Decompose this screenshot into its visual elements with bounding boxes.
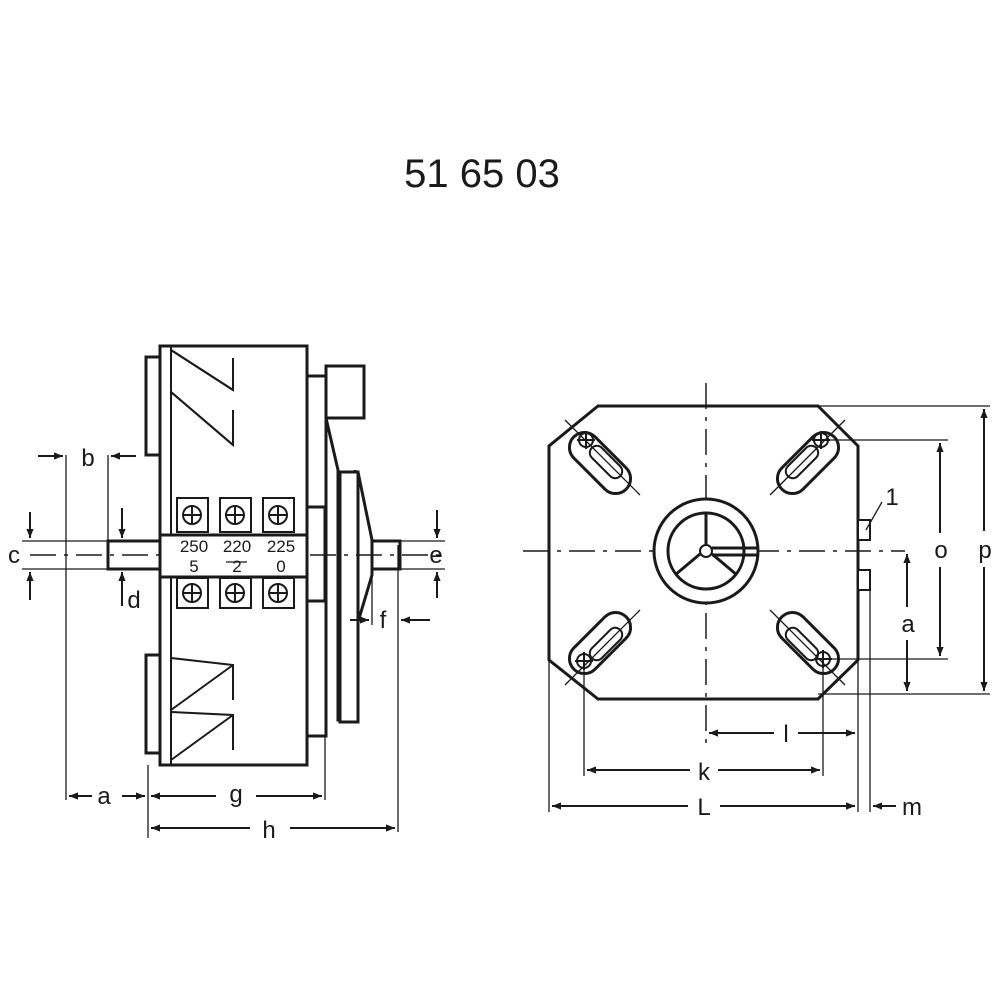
left-flange-lower — [144, 653, 162, 755]
dim-label-a-side: a — [97, 783, 111, 810]
center-hub — [652, 497, 760, 605]
dim-label-o: o — [934, 537, 947, 564]
cooling-fins — [170, 349, 234, 761]
mounting-slot-top-left — [567, 430, 633, 496]
callout-1: 1 — [885, 484, 898, 511]
terminal-label-5: 5 — [189, 557, 198, 576]
dim-label-f: f — [380, 607, 387, 634]
terminal-screws-top — [176, 497, 295, 533]
terminal-label-0: 0 — [276, 557, 285, 576]
left-flange-upper — [144, 355, 162, 457]
spacer-block — [305, 505, 327, 603]
mounting-slot-bottom-left — [567, 610, 633, 676]
dim-label-p: p — [978, 537, 991, 564]
side-tab-lower — [857, 569, 871, 591]
dim-label-L: L — [697, 794, 710, 821]
terminal-label-225: 225 — [267, 537, 295, 556]
mounting-slot-bottom-right — [775, 610, 841, 676]
drawing-title: 51 65 03 — [404, 152, 560, 196]
side-tab-upper — [857, 519, 871, 541]
mounting-slot-top-right — [775, 430, 841, 496]
dim-label-h: h — [262, 817, 275, 844]
dim-label-b: b — [81, 445, 94, 472]
dim-label-d: d — [127, 587, 140, 614]
dim-label-e: e — [429, 542, 442, 569]
terminal-label-220: 220 — [223, 537, 251, 556]
dim-label-g: g — [229, 781, 242, 808]
dim-label-c: c — [8, 542, 20, 569]
dim-label-k: k — [698, 759, 711, 786]
side-view: 250 220 225 5 2 0 a g h — [8, 344, 445, 844]
dim-label-l: l — [783, 721, 788, 748]
terminal-label-250: 250 — [180, 537, 208, 556]
terminal-screws-bottom — [176, 577, 295, 609]
front-view: 1 p o a l k L — [523, 383, 992, 821]
wiper-arm — [324, 364, 366, 420]
terminal-label-2: 2 — [232, 557, 241, 576]
dim-label-m: m — [902, 794, 922, 821]
dim-label-a-front: a — [901, 611, 915, 638]
